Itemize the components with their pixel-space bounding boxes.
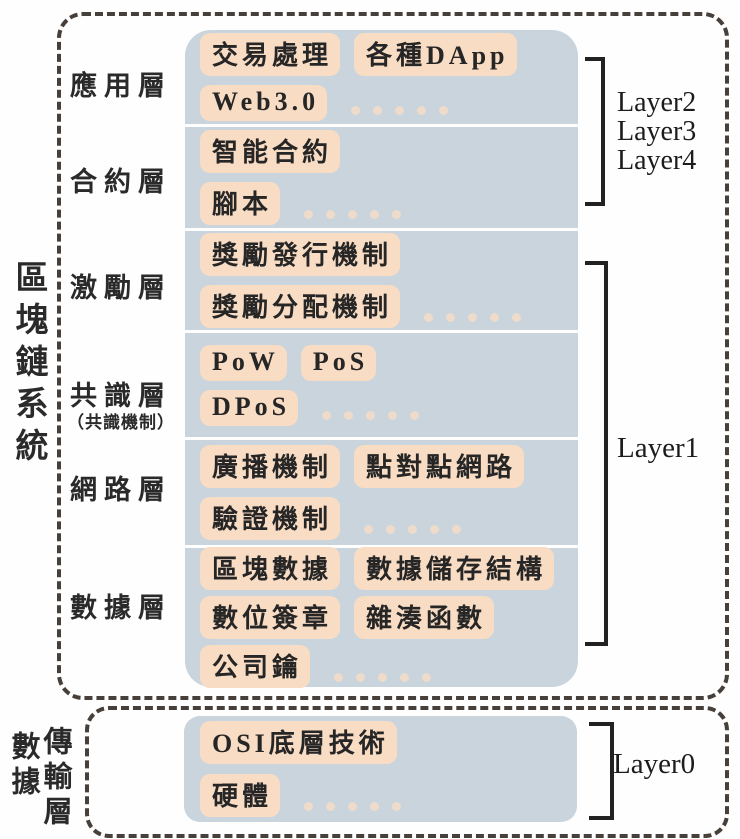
layer-sublabel-consensus-mechanism: （共識機制） <box>67 413 175 432</box>
pill-p2p-network: 點對點網路 <box>354 445 525 488</box>
pill-row: OSI底層技術 <box>200 721 577 764</box>
layer-label-network: 網路層 <box>70 475 172 505</box>
layer-label-application: 應用層 <box>70 71 172 101</box>
ellipsis-dots <box>334 673 432 682</box>
pill-row: 公司鑰 <box>200 645 578 688</box>
pill-row: 腳本 <box>200 182 578 225</box>
ellipsis-dots <box>322 410 420 420</box>
section-data-layer: 區塊數據 數據儲存結構 數位簽章 雜湊函數 公司鑰 <box>185 547 578 688</box>
pill-reward-issuance-mechanism: 獎勵發行機制 <box>200 233 401 276</box>
layer-label-consensus: 共識層 <box>70 381 172 411</box>
pill-pos: PoS <box>300 344 377 381</box>
pill-row: 廣播機制 點對點網路 <box>200 445 578 488</box>
pill-dpos: DPoS <box>200 389 299 426</box>
layer2-label: Layer2 <box>617 87 697 118</box>
pill-row: 獎勵發行機制 <box>200 233 578 276</box>
blockchain-system-box <box>57 12 729 700</box>
bracket-layer234 <box>585 57 605 206</box>
ellipsis-dots <box>424 313 522 322</box>
bottom-title-col-data: 數據 <box>7 731 39 801</box>
pill-row: 驗證機制 <box>200 497 578 540</box>
section-network-layer: 廣播機制 點對點網路 驗證機制 <box>185 440 578 545</box>
ellipsis-dots <box>351 106 449 115</box>
pill-digital-signature: 數位簽章 <box>200 596 341 639</box>
pill-row: 獎勵分配機制 <box>200 285 578 328</box>
pill-hash-function: 雜湊函數 <box>354 596 495 639</box>
pill-data-storage-structure: 數據儲存結構 <box>354 547 555 590</box>
pill-osi-low-level-tech: OSI底層技術 <box>200 721 397 764</box>
pill-reward-distribution-mechanism: 獎勵分配機制 <box>200 285 401 328</box>
pill-public-private-key: 公司鑰 <box>200 645 311 688</box>
section-consensus-layer: PoW PoS DPoS <box>185 333 578 437</box>
pill-script: 腳本 <box>200 182 281 225</box>
pill-web3: Web3.0 <box>200 85 328 121</box>
layer1-label: Layer1 <box>617 432 700 464</box>
layer-label-contract: 合約層 <box>70 167 172 197</box>
ellipsis-dots <box>304 802 402 811</box>
layer234-labels: Layer2 Layer3 Layer4 <box>617 88 696 175</box>
pill-transaction-processing: 交易處理 <box>200 33 341 76</box>
pill-row: DPoS <box>200 389 578 426</box>
pill-block-data: 區塊數據 <box>200 547 341 590</box>
pill-row: Web3.0 <box>200 85 578 121</box>
layer-label-data: 數據層 <box>70 593 172 623</box>
diagram-title-vertical: 區塊鏈系統 <box>10 260 46 470</box>
layer0-label: Layer0 <box>613 748 696 780</box>
ellipsis-dots <box>364 525 462 534</box>
pill-hardware: 硬體 <box>200 774 281 817</box>
pill-row: 智能合約 <box>200 130 578 173</box>
pill-row: 硬體 <box>200 774 577 817</box>
bracket-layer0 <box>589 722 614 820</box>
pill-row: 數位簽章 雜湊函數 <box>200 596 578 639</box>
section-transmission-layer: OSI底層技術 硬體 <box>184 716 577 822</box>
layer4-label: Layer4 <box>617 145 697 176</box>
ellipsis-dots <box>304 210 402 219</box>
section-contract-layer: 智能合約 腳本 <box>185 127 578 228</box>
pill-pow: PoW <box>200 344 287 381</box>
pill-row: 交易處理 各種DApp <box>200 33 578 76</box>
bracket-layer1 <box>585 261 608 646</box>
pill-various-dapps: 各種DApp <box>354 33 517 76</box>
pill-smart-contract: 智能合約 <box>200 130 341 173</box>
bottom-title-col-transmission: 傳輸層 <box>39 726 71 831</box>
layer-label-incentive: 激勵層 <box>70 273 172 303</box>
pill-verification-mechanism: 驗證機制 <box>200 497 341 540</box>
section-application-layer: 交易處理 各種DApp Web3.0 <box>185 30 578 124</box>
pill-broadcast-mechanism: 廣播機制 <box>200 445 341 488</box>
pill-row: 區塊數據 數據儲存結構 <box>200 547 578 590</box>
data-transmission-layer-box <box>85 706 729 838</box>
layer3-label: Layer3 <box>617 116 697 147</box>
section-incentive-layer: 獎勵發行機制 獎勵分配機制 <box>185 231 578 330</box>
pill-row: PoW PoS <box>200 344 578 381</box>
